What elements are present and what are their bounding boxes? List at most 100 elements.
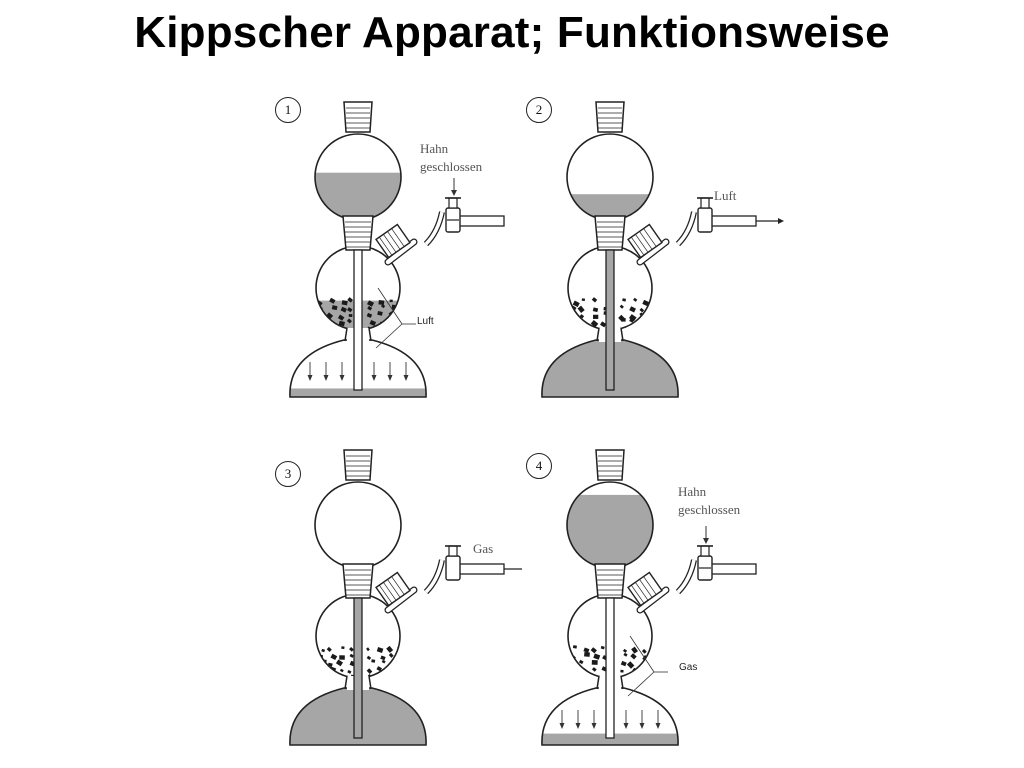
flow-arrow-head bbox=[778, 218, 784, 224]
zinc-piece bbox=[398, 312, 400, 316]
side-arm-inner bbox=[637, 587, 669, 613]
zinc-piece bbox=[642, 673, 648, 678]
pressure-arrow-head bbox=[591, 723, 597, 729]
zinc-piece bbox=[335, 675, 342, 678]
zinc-piece bbox=[628, 326, 634, 330]
label-luft-inner-1: Luft bbox=[417, 316, 434, 327]
zinc-piece bbox=[629, 318, 634, 323]
zinc-piece bbox=[649, 654, 652, 661]
callout-arrow-head bbox=[451, 190, 457, 196]
zinc-piece bbox=[341, 646, 345, 650]
zinc-piece bbox=[631, 646, 638, 654]
zinc-piece bbox=[582, 676, 589, 678]
kipp-apparatus-4 bbox=[541, 449, 757, 746]
zinc-piece bbox=[581, 298, 585, 302]
sleeve-line bbox=[379, 236, 393, 256]
zinc-piece bbox=[349, 653, 354, 658]
zinc-piece bbox=[321, 648, 326, 653]
zinc-piece bbox=[376, 666, 383, 672]
outlet-tube bbox=[707, 215, 757, 227]
zinc-piece bbox=[380, 673, 387, 678]
zinc-piece bbox=[591, 297, 598, 303]
zinc-piece bbox=[653, 308, 657, 312]
sleeve-line bbox=[391, 576, 405, 595]
liquid-top-bulb bbox=[315, 172, 401, 220]
zinc-piece bbox=[641, 648, 647, 654]
zinc-piece bbox=[331, 305, 338, 311]
zinc-piece bbox=[380, 655, 386, 661]
pressure-arrow-head bbox=[575, 723, 581, 729]
zinc-piece bbox=[339, 668, 344, 673]
zinc-piece bbox=[640, 668, 647, 675]
neck-left bbox=[596, 327, 600, 342]
page-title: Kippscher Apparat; Funktionsweise bbox=[134, 8, 890, 57]
zinc-piece bbox=[623, 652, 628, 657]
zinc-piece bbox=[569, 676, 575, 678]
zinc-piece bbox=[568, 328, 575, 330]
sleeve-line bbox=[387, 579, 401, 598]
zinc-piece bbox=[639, 307, 645, 313]
zinc-piece bbox=[330, 653, 338, 661]
sleeve-line bbox=[383, 234, 397, 253]
top-bulb bbox=[314, 481, 402, 569]
zinc-piece bbox=[642, 299, 650, 307]
zinc-piece bbox=[622, 648, 628, 653]
zinc-piece bbox=[318, 667, 325, 675]
pressure-arrow-head bbox=[655, 723, 661, 729]
zinc-piece bbox=[652, 328, 657, 332]
stopcock-barrel bbox=[697, 207, 713, 233]
stopcock-bend-inner bbox=[676, 211, 696, 246]
zinc-piece bbox=[397, 327, 400, 330]
sleeve-line bbox=[635, 234, 649, 253]
top-stopper bbox=[595, 101, 625, 133]
zinc-piece bbox=[377, 311, 383, 316]
leader-line-lower bbox=[375, 323, 403, 349]
zinc-piece bbox=[396, 666, 400, 671]
zinc-piece bbox=[366, 668, 373, 674]
zinc-piece bbox=[388, 674, 395, 678]
zinc-piece bbox=[600, 321, 607, 328]
zinc-piece bbox=[369, 320, 377, 326]
zinc-piece bbox=[571, 318, 577, 324]
zinc-piece bbox=[326, 312, 334, 320]
zinc-piece bbox=[591, 659, 598, 665]
pressure-arrow-head bbox=[403, 375, 409, 381]
zinc-piece bbox=[398, 676, 400, 678]
zinc-piece bbox=[621, 318, 626, 322]
kipp-apparatus-1 bbox=[289, 101, 505, 398]
stopcock-key bbox=[448, 545, 458, 557]
zinc-piece bbox=[395, 655, 400, 663]
zinc-piece bbox=[626, 661, 635, 669]
step-number-2: 2 bbox=[526, 97, 552, 123]
zinc-piece bbox=[570, 312, 574, 315]
funnel-stem bbox=[353, 249, 363, 391]
zinc-piece bbox=[347, 307, 353, 313]
zinc-piece bbox=[385, 669, 391, 675]
bottom-reservoir bbox=[541, 687, 679, 746]
zinc-piece bbox=[339, 655, 345, 660]
zinc-piece bbox=[341, 300, 348, 306]
sleeve-line bbox=[391, 228, 405, 247]
zinc-piece bbox=[376, 647, 384, 653]
zinc-piece bbox=[347, 297, 354, 303]
sleeve-line bbox=[635, 582, 649, 601]
zinc-piece bbox=[649, 300, 652, 307]
zinc-piece bbox=[629, 306, 636, 313]
zinc-piece bbox=[650, 660, 652, 667]
step-number-1: 1 bbox=[275, 97, 301, 123]
zinc-piece bbox=[366, 312, 373, 318]
pressure-arrow-head bbox=[559, 723, 565, 729]
zinc-piece bbox=[577, 305, 585, 313]
zinc-piece bbox=[371, 659, 376, 663]
pressure-arrow-head bbox=[323, 375, 329, 381]
stopcock-bend-inner bbox=[424, 211, 444, 246]
zinc-piece bbox=[400, 659, 405, 664]
zinc-piece bbox=[348, 313, 353, 318]
zinc-piece bbox=[366, 647, 370, 652]
step-number-4: 4 bbox=[526, 453, 552, 479]
side-arm-sleeve bbox=[375, 571, 411, 607]
zinc-piece bbox=[578, 659, 584, 665]
side-arm-sleeve bbox=[375, 223, 411, 259]
pressure-arrow-head bbox=[307, 375, 313, 381]
neck-right bbox=[620, 327, 624, 342]
